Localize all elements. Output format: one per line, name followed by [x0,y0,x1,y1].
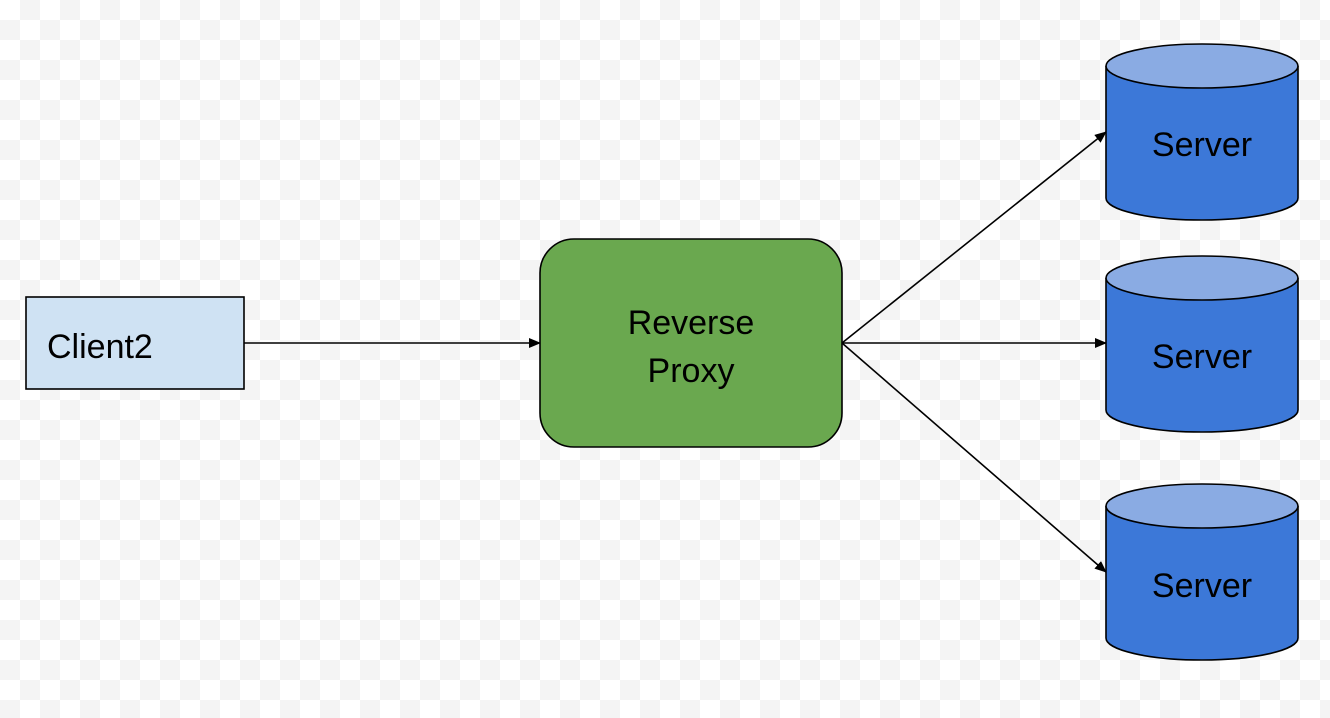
server-2-body [1105,278,1299,433]
server-1-top [1105,43,1299,89]
server-2-top [1105,255,1299,301]
client-node[interactable]: Client2 [25,296,245,390]
server-3-body [1105,506,1299,661]
reverse-proxy-label-line1: Reverse [628,304,755,342]
server-3-label: Server [1152,567,1252,605]
arrow-proxy-to-server-3 [841,342,1107,573]
server-3-top [1105,483,1299,529]
server-2-label: Server [1152,338,1252,376]
reverse-proxy-node[interactable]: Reverse Proxy [539,238,843,448]
server-1-label: Server [1152,126,1252,164]
client-label: Client2 [47,328,153,366]
server-1-body [1105,66,1299,221]
arrow-proxy-to-server-1 [841,131,1107,344]
reverse-proxy-box [539,238,843,448]
server-node-3[interactable]: Server [1105,483,1299,661]
client-box [25,296,245,390]
server-node-2[interactable]: Server [1105,255,1299,433]
reverse-proxy-label-line2: Proxy [648,352,735,390]
server-node-1[interactable]: Server [1105,43,1299,221]
